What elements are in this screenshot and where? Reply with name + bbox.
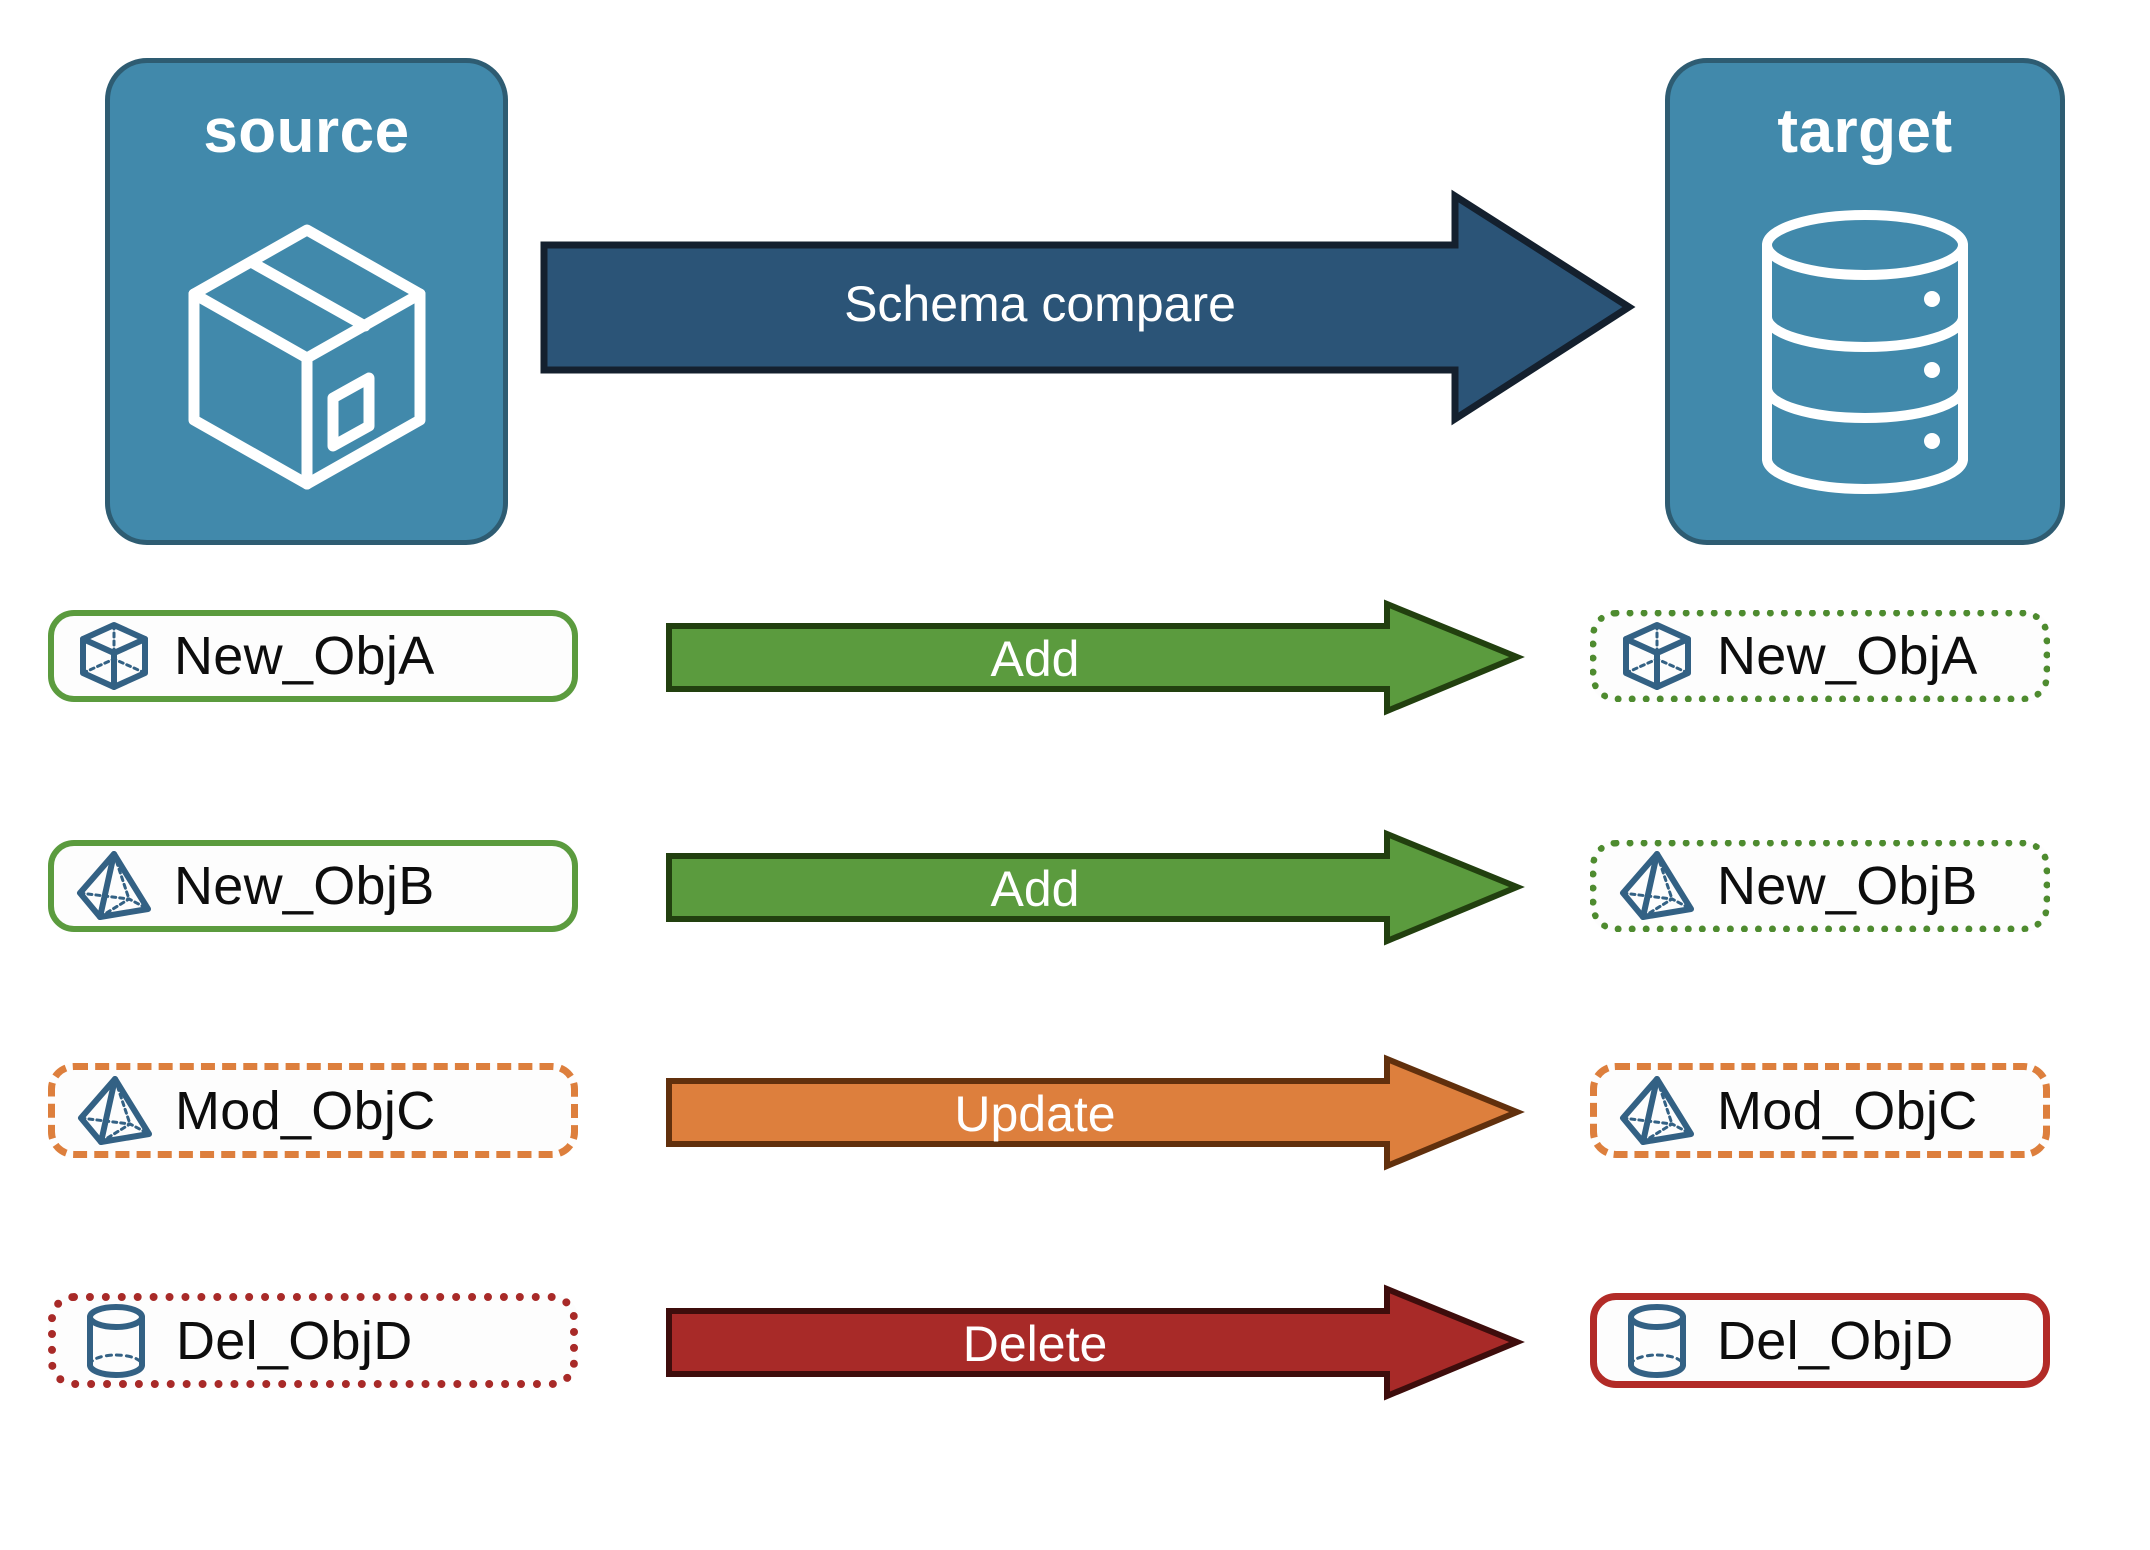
wireframe-cube-icon [54,619,174,693]
source-endpoint-label: source [203,97,410,166]
action-arrow-label-0: Add [990,631,1080,687]
action-arrow-label-3: Delete [962,1316,1108,1372]
source-object-row-2[interactable]: Mod_ObjC [48,1063,578,1158]
wireframe-cylinder-icon [1597,1301,1717,1381]
source-object-name-1: New_ObjB [174,856,435,916]
database-cylinder-icon [1670,163,2060,540]
wireframe-cylinder-icon [56,1301,176,1381]
target-object-name-1: New_ObjB [1717,856,1978,916]
schema-compare-arrow[interactable] [540,189,1636,426]
wireframe-pyramid-icon [54,849,174,923]
action-arrow-2[interactable] [665,1054,1525,1171]
target-object-name-3: Del_ObjD [1717,1310,1954,1371]
source-object-row-0[interactable]: New_ObjA [48,610,578,702]
wireframe-cube-icon [1597,619,1717,693]
wireframe-pyramid-icon [1597,1074,1717,1148]
action-arrow-1[interactable] [665,829,1525,946]
source-endpoint-panel[interactable]: source [105,58,508,545]
source-object-name-3: Del_ObjD [176,1310,413,1371]
source-object-name-0: New_ObjA [174,626,435,686]
package-box-icon [110,163,503,540]
target-object-row-2[interactable]: Mod_ObjC [1590,1063,2050,1158]
source-object-row-3[interactable]: Del_ObjD [48,1293,578,1388]
target-endpoint-label: target [1777,97,1953,166]
target-object-row-3[interactable]: Del_ObjD [1590,1293,2050,1388]
target-endpoint-panel[interactable]: target [1665,58,2065,545]
action-arrow-label-2: Update [954,1086,1116,1142]
action-arrow-3[interactable] [665,1284,1525,1401]
wireframe-pyramid-icon [55,1074,175,1148]
target-object-name-0: New_ObjA [1717,626,1978,686]
target-object-name-2: Mod_ObjC [1717,1080,1978,1141]
source-object-row-1[interactable]: New_ObjB [48,840,578,932]
source-object-name-2: Mod_ObjC [175,1080,436,1141]
target-object-row-1[interactable]: New_ObjB [1590,840,2050,932]
wireframe-pyramid-icon [1597,849,1717,923]
target-object-row-0[interactable]: New_ObjA [1590,610,2050,702]
action-arrow-0[interactable] [665,599,1525,716]
action-arrow-label-1: Add [990,861,1080,917]
